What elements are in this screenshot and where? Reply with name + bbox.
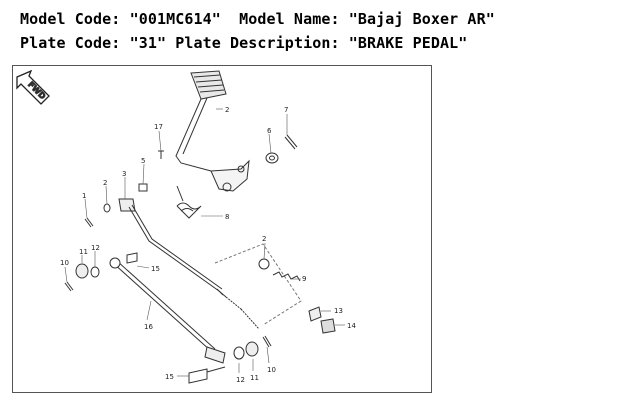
callout-11b: 11 — [250, 374, 259, 382]
model-name-value: "Bajaj Boxer AR" — [348, 10, 495, 28]
spring-part — [176, 185, 202, 219]
callout-11: 11 — [79, 248, 88, 256]
nut-11-part — [75, 263, 89, 279]
return-spring-part — [272, 271, 301, 282]
callout-17: 17 — [154, 123, 163, 131]
nut-13-part — [308, 306, 322, 322]
brake-pedal-part — [175, 70, 250, 192]
pin-4-part — [138, 183, 148, 192]
callout-8: 8 — [225, 213, 229, 221]
header-line-model: Model Code: "001MC614" Model Name: "Baja… — [20, 10, 495, 28]
callout-9: 9 — [302, 275, 306, 283]
cotter-10-part — [64, 281, 74, 292]
model-name-label: Model Name: — [220, 10, 349, 28]
bolt-15-part — [126, 252, 138, 264]
callout-5: 2 — [225, 106, 229, 114]
callout-10b: 10 — [267, 366, 276, 374]
nut-11b-part — [245, 341, 259, 357]
callout-7: 7 — [284, 106, 288, 114]
plate-desc-value: "BRAKE PEDAL" — [348, 34, 468, 52]
callout-3: 3 — [122, 170, 126, 178]
brake-rod-part — [128, 206, 227, 298]
plate-code-label: Plate Code: — [20, 34, 130, 52]
model-code-label: Model Code: — [20, 10, 130, 28]
plate-desc-label: Plate Description: — [166, 34, 349, 52]
rod-16-part — [112, 262, 212, 352]
washer-2b-part — [258, 258, 270, 270]
washer-2-part — [103, 203, 111, 213]
bolt-15b-part — [188, 368, 208, 384]
exploded-diagram: FWD — [16, 69, 356, 384]
callout-4: 5 — [141, 157, 145, 165]
washer-part — [265, 152, 279, 164]
callout-1: 1 — [82, 192, 86, 200]
callout-13: 13 — [334, 307, 343, 315]
washer-12b-part — [233, 346, 245, 360]
callout-labels: 2 7 6 17 5 3 2 1 8 2 9 13 14 10 11 12 15… — [60, 106, 356, 384]
callout-14: 14 — [347, 322, 356, 330]
callout-6: 6 — [267, 127, 272, 135]
bolt-17-part — [158, 150, 164, 159]
callout-15: 15 — [151, 265, 160, 273]
header-line-plate: Plate Code: "31" Plate Description: "BRA… — [20, 34, 467, 52]
callout-2: 2 — [103, 179, 107, 187]
callout-15b: 15 — [165, 373, 174, 381]
cotter-10b-part — [262, 335, 272, 348]
callout-12b: 12 — [236, 376, 245, 384]
parts-diagram-frame: FWD — [12, 65, 432, 393]
callout-12: 12 — [91, 244, 100, 252]
cotter-1-part — [84, 217, 94, 228]
cotter-pin-part — [284, 134, 298, 150]
adjuster-nut-part — [320, 318, 336, 334]
model-code-value: "001MC614" — [129, 10, 221, 28]
callout-16: 16 — [144, 323, 153, 331]
washer-12-part — [90, 266, 100, 278]
callout-10: 10 — [60, 259, 69, 267]
plate-code-value: "31" — [129, 34, 167, 52]
callout-2b: 2 — [262, 235, 266, 243]
clevis-part — [118, 198, 136, 212]
fwd-arrow-icon: FWD — [16, 69, 50, 105]
